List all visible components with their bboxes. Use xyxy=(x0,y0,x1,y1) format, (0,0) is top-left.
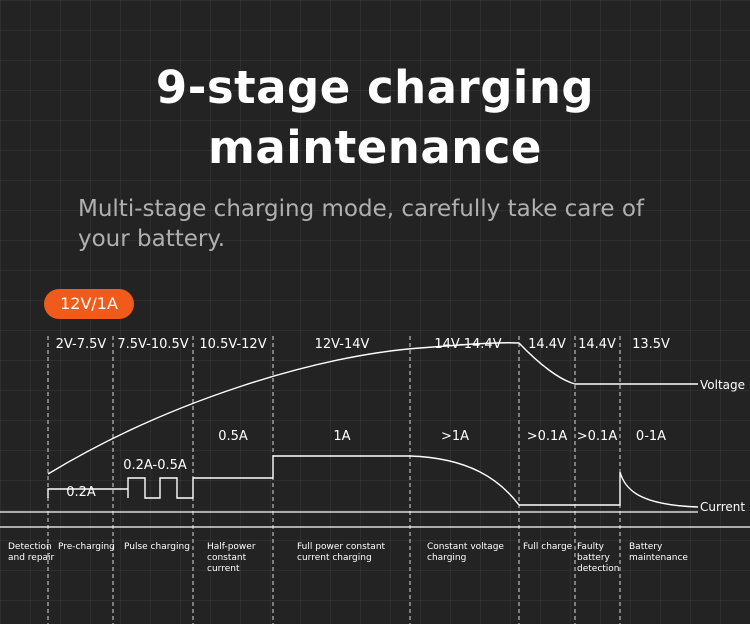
title-line-2: maintenance xyxy=(208,121,542,174)
stage-label: Pulse charging xyxy=(124,542,190,552)
voltage-labels: 2V-7.5V 7.5V-10.5V 10.5V-12V 12V-14V 14V-14.… xyxy=(56,337,670,352)
voltage-label: 14V-14.4V xyxy=(434,337,501,352)
voltage-label: 13.5V xyxy=(632,337,670,352)
current-label: 0.5A xyxy=(218,429,248,444)
current-label: >0.1A xyxy=(577,429,618,444)
page-title: 9-stage charging maintenance xyxy=(0,58,750,178)
current-label: 0-1A xyxy=(636,429,666,444)
title-line-1: 9-stage charging xyxy=(155,61,595,114)
current-label: >0.1A xyxy=(527,429,568,444)
current-labels: 0.2A 0.2A-0.5A 0.5A 1A >1A >0.1A >0.1A 0-1A xyxy=(66,429,666,500)
stage-dividers xyxy=(47,336,621,624)
current-line-label: Current xyxy=(700,500,745,514)
current-label: 1A xyxy=(333,429,350,444)
voltage-label: 10.5V-12V xyxy=(199,337,266,352)
voltage-label: 14.4V xyxy=(578,337,616,352)
voltage-curve xyxy=(47,342,698,475)
current-label: 0.2A-0.5A xyxy=(123,458,187,473)
voltage-label: 12V-14V xyxy=(315,337,370,352)
voltage-line-label: Voltage xyxy=(700,378,745,392)
page-subtitle: Multi-stage charging mode, carefully tak… xyxy=(78,196,644,252)
voltage-label: 14.4V xyxy=(528,337,566,352)
spec-badge: 12V/1A xyxy=(44,289,134,319)
current-curve xyxy=(47,455,699,508)
stage-label: Pre-charging xyxy=(58,542,115,552)
voltage-label: 2V-7.5V xyxy=(56,337,107,352)
stage-label: Full charge xyxy=(523,542,573,552)
voltage-label: 7.5V-10.5V xyxy=(117,337,188,352)
current-label: 0.2A xyxy=(66,485,96,500)
current-label: >1A xyxy=(441,429,469,444)
